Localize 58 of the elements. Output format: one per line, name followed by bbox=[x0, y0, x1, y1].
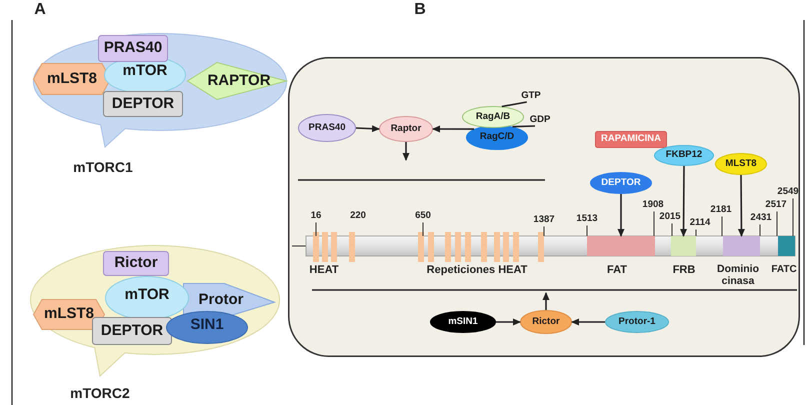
speech-bubble bbox=[33, 33, 287, 148]
protein-ellipse: PRAS40 bbox=[298, 114, 356, 142]
protein-ellipse: Raptor bbox=[379, 116, 433, 142]
protein-box: DEPTOR bbox=[103, 91, 183, 117]
nucleotide-label: GTP bbox=[518, 90, 544, 102]
complex-label: mTORC2 bbox=[70, 386, 130, 402]
arrow bbox=[680, 166, 688, 237]
domain-label: Repeticiones HEAT bbox=[426, 264, 528, 276]
residue-number: 220 bbox=[350, 211, 366, 222]
nucleotide-label: GDP bbox=[527, 114, 553, 126]
arrow bbox=[571, 318, 605, 326]
protein-box: PRAS40 bbox=[98, 35, 168, 62]
arrow bbox=[496, 318, 521, 326]
protein-ellipse: FKBP12 bbox=[654, 145, 714, 166]
arrow bbox=[618, 194, 624, 237]
residue-number: 1908 bbox=[642, 200, 664, 210]
protein-ellipse: MLST8 bbox=[715, 153, 767, 175]
residue-number: 2114 bbox=[690, 218, 710, 228]
arrow bbox=[356, 125, 380, 132]
protein-ellipse: Rictor bbox=[520, 310, 572, 334]
protein-box: Rictor bbox=[103, 251, 169, 276]
leader-line bbox=[512, 125, 536, 128]
protein-ellipse: RagC/D bbox=[466, 125, 528, 150]
speech-bubble bbox=[30, 245, 280, 376]
panel-background bbox=[288, 57, 800, 357]
drug-box: RAPAMICINA bbox=[595, 131, 667, 148]
residue-number: 2431 bbox=[750, 213, 772, 224]
domain-label: FATC bbox=[771, 264, 797, 275]
residue-number: 2015 bbox=[659, 212, 681, 222]
domain-segment bbox=[723, 236, 760, 256]
panel-letter: B bbox=[414, 1, 426, 19]
protein-ellipse: SIN1 bbox=[166, 311, 248, 344]
protein-hexagon: mLST8 bbox=[33, 63, 111, 95]
protein-ellipse: Protor-1 bbox=[605, 311, 669, 333]
protein-box: DEPTOR bbox=[92, 317, 172, 345]
residue-number: 16 bbox=[310, 211, 322, 222]
domain-segment bbox=[671, 236, 696, 256]
protein-ellipse: RagA/B bbox=[462, 106, 524, 128]
residue-number: 1387 bbox=[533, 215, 555, 226]
complex-label: mTORC1 bbox=[73, 160, 133, 176]
arrow bbox=[402, 142, 410, 161]
domain-label: HEAT bbox=[309, 264, 339, 276]
residue-number: 1513 bbox=[576, 214, 598, 224]
domain-segment bbox=[587, 236, 655, 256]
arrow bbox=[542, 292, 550, 310]
domain-label: FAT bbox=[607, 264, 627, 276]
residue-number: 2181 bbox=[710, 205, 732, 216]
residue-number: 2549 bbox=[777, 187, 799, 198]
domain-label: FRB bbox=[672, 264, 696, 276]
protein-ellipse: mSIN1 bbox=[430, 311, 496, 333]
residue-number: 650 bbox=[415, 211, 431, 222]
protein-diamond: RAPTOR bbox=[187, 62, 287, 100]
panel-letter: A bbox=[34, 1, 46, 19]
leader-line bbox=[502, 101, 527, 108]
protein-ellipse: DEPTOR bbox=[590, 172, 652, 194]
residue-number: 2517 bbox=[765, 200, 787, 210]
arrow bbox=[738, 175, 745, 237]
domain-label: Dominio cinasa bbox=[716, 264, 760, 288]
